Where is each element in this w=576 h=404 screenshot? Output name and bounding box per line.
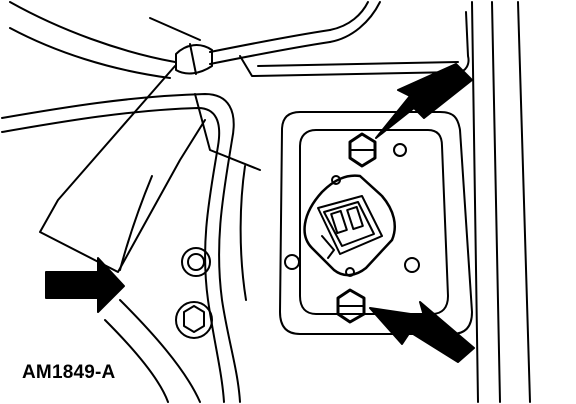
left-arrow xyxy=(45,257,125,313)
resistor-connector xyxy=(303,174,396,277)
upper-bolt-arrow xyxy=(375,63,473,139)
wiring-harness xyxy=(9,1,381,273)
lower-bolt-arrow xyxy=(369,301,475,363)
lower-hex-bolt xyxy=(336,288,366,324)
upper-hex-bolt xyxy=(348,132,377,168)
figure-caption: AM1849-A xyxy=(22,362,116,383)
door-frame xyxy=(239,1,531,403)
panel-fastener xyxy=(175,247,213,339)
door-panel xyxy=(1,93,261,403)
